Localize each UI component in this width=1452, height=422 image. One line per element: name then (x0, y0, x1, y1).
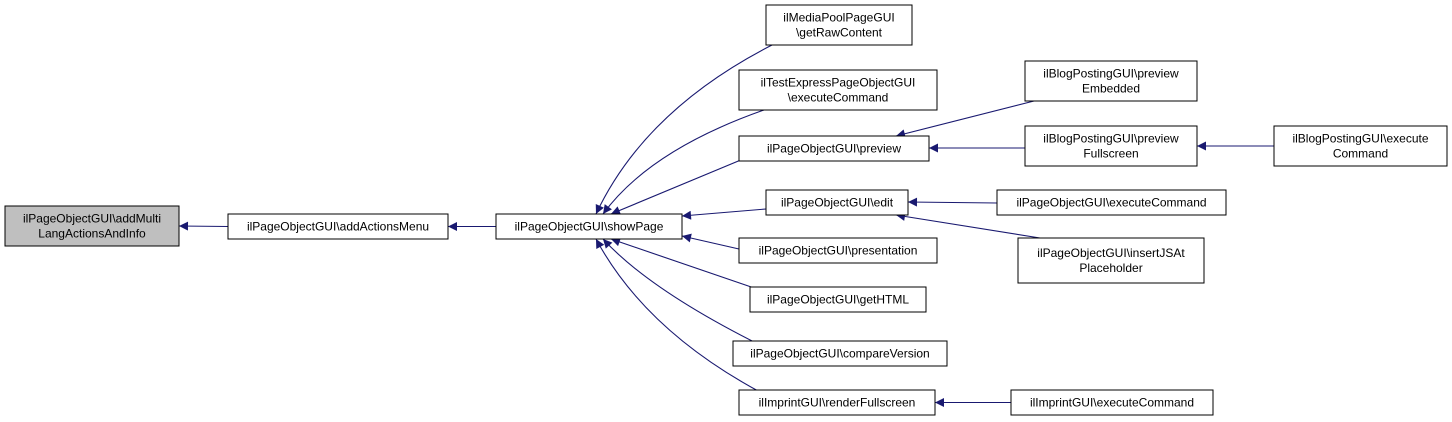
edge-addActionsMenu-to-root (178, 221, 229, 231)
node-label: ilPageObjectGUI\getHTML (767, 293, 909, 307)
node-box (4, 205, 180, 247)
node-getRawContent[interactable]: ilMediaPoolPageGUI\getRawContent (765, 4, 913, 46)
edge-pageExecute-to-edit (907, 197, 998, 207)
edge-edit-to-showPage (681, 208, 767, 220)
node-blogExecute[interactable]: ilBlogPostingGUI\executeCommand (1273, 125, 1448, 167)
node-renderFullscreen[interactable]: ilImprintGUI\renderFullscreen (738, 389, 936, 416)
node-presentation[interactable]: ilPageObjectGUI\presentation (738, 237, 938, 264)
node-label: ilBlogPostingGUI\preview (1043, 67, 1179, 81)
node-box (1010, 389, 1214, 416)
edge-getHTML-to-showPage (610, 237, 761, 291)
nodes: ilPageObjectGUI\addMultiLangActionsAndIn… (4, 4, 1448, 416)
node-label: ilPageObjectGUI\addMulti (23, 212, 161, 226)
node-pageExecute[interactable]: ilPageObjectGUI\executeCommand (996, 189, 1227, 216)
edge-compareVersion-to-showPage (602, 238, 761, 346)
node-label: Embedded (1082, 82, 1140, 96)
edge-presentation-to-showPage (681, 233, 740, 250)
node-getHTML[interactable]: ilPageObjectGUI\getHTML (749, 286, 927, 313)
node-label: ilMediaPoolPageGUI (783, 11, 894, 25)
node-box (495, 213, 683, 240)
node-label: ilPageObjectGUI\compareVersion (750, 347, 929, 361)
node-label: ilPageObjectGUI\edit (781, 196, 894, 210)
node-root: ilPageObjectGUI\addMultiLangActionsAndIn… (4, 205, 180, 247)
node-compareVersion[interactable]: ilPageObjectGUI\compareVersion (732, 340, 948, 367)
node-label: \executeCommand (788, 91, 889, 105)
edge-getRawContent-to-showPage (595, 44, 773, 215)
node-label: ilPageObjectGUI\addActionsMenu (247, 220, 429, 234)
node-box (1024, 60, 1198, 102)
node-preview[interactable]: ilPageObjectGUI\preview (738, 135, 930, 162)
node-showPage[interactable]: ilPageObjectGUI\showPage (495, 213, 683, 240)
node-addActionsMenu[interactable]: ilPageObjectGUI\addActionsMenu (227, 213, 449, 240)
edge-blogPreviewEmbedded-to-preview (895, 100, 1035, 139)
node-label: ilPageObjectGUI\showPage (515, 220, 664, 234)
node-box (227, 213, 449, 240)
node-box (1024, 125, 1198, 167)
node-box (738, 237, 938, 264)
node-label: ilBlogPostingGUI\preview (1043, 132, 1179, 146)
edge-insertJS-to-edit (895, 211, 1041, 239)
node-label: ilTestExpressPageObjectGUI (761, 76, 916, 90)
edge-testExpress-to-showPage (602, 109, 765, 215)
node-label: ilImprintGUI\renderFullscreen (759, 396, 916, 410)
node-label: \getRawContent (796, 26, 883, 40)
node-box (738, 135, 930, 162)
node-label: Command (1333, 147, 1388, 161)
node-label: ilPageObjectGUI\insertJSAt (1037, 246, 1185, 260)
node-imprintExecute[interactable]: ilImprintGUI\executeCommand (1010, 389, 1214, 416)
node-label: Fullscreen (1083, 147, 1138, 161)
edge-preview-to-showPage (610, 151, 761, 215)
node-box (738, 69, 938, 111)
node-label: ilPageObjectGUI\presentation (759, 244, 918, 258)
node-label: LangActionsAndInfo (38, 227, 146, 241)
node-box (765, 189, 909, 216)
node-box (749, 286, 927, 313)
node-label: Placeholder (1079, 261, 1142, 275)
node-box (765, 4, 913, 46)
node-box (1273, 125, 1448, 167)
node-label: ilBlogPostingGUI\execute (1292, 132, 1428, 146)
node-label: ilPageObjectGUI\preview (767, 142, 901, 156)
node-box (732, 340, 948, 367)
edges (178, 44, 1274, 407)
node-box (738, 389, 936, 416)
node-testExpress[interactable]: ilTestExpressPageObjectGUI\executeComman… (738, 69, 938, 111)
node-edit[interactable]: ilPageObjectGUI\edit (765, 189, 909, 216)
node-label: ilPageObjectGUI\executeCommand (1016, 196, 1206, 210)
node-box (1017, 237, 1205, 284)
node-box (996, 189, 1227, 216)
node-label: ilImprintGUI\executeCommand (1030, 396, 1194, 410)
edge-renderFullscreen-to-showPage (595, 238, 761, 393)
